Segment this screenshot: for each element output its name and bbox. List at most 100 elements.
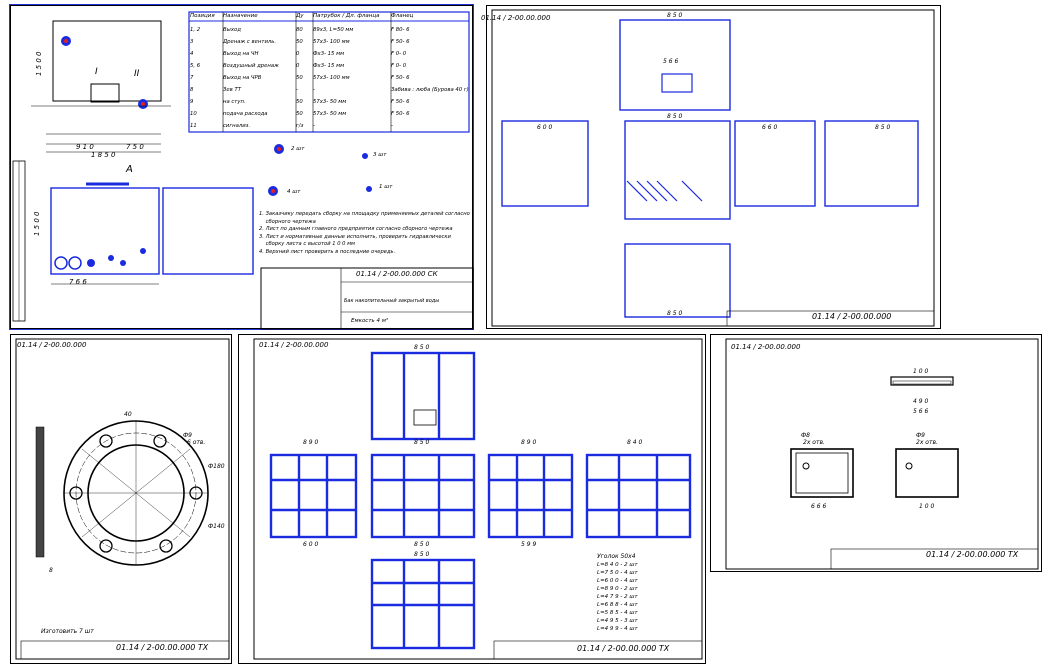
table-cell: 0 <box>296 51 300 57</box>
spec-line: L=5 8 5 - 4 шт <box>597 610 638 616</box>
sheet-stamp: 01.14 / 2-00.00.000 <box>259 341 329 349</box>
dim-label: 5 6 6 <box>663 58 679 65</box>
dim-label: 8 9 0 <box>521 439 537 446</box>
spec-line: L=6 8 8 - 4 шт <box>597 602 638 608</box>
title-code: 01.14 / 2-00.00.000 ТХ <box>116 643 209 652</box>
note-line: 4. Верхний лист проверить в последние оч… <box>259 248 396 255</box>
table-cell: - <box>391 123 393 129</box>
dim-label: 5 6 6 <box>913 408 929 415</box>
svg-text:7 6 6: 7 6 6 <box>69 278 87 286</box>
table-cell: сигнализ. <box>223 123 251 129</box>
table-cell: на ступ. <box>223 99 246 105</box>
table-cell: 50 <box>296 75 303 81</box>
title-code: 01.14 / 2-00.00.000 ТХ <box>577 644 670 653</box>
table-cell: F 0- 0 <box>391 63 407 69</box>
note-line: 3. Лист и нормативные данные исполнить, … <box>259 233 451 240</box>
panels-drawing <box>491 9 935 327</box>
table-cell: F 50- 6 <box>391 75 410 81</box>
dim-label: 8 5 0 <box>667 113 683 120</box>
table-cell: F 0- 0 <box>391 51 407 57</box>
spec-line: L=8 4 0 - 2 шт <box>597 562 638 568</box>
table-cell: F 50- 6 <box>391 99 410 105</box>
dim-label: Ф140 <box>208 523 225 530</box>
table-cell: 7 <box>190 75 194 81</box>
sheet-flange[interactable]: 01.14 / 2-00.00.000 40 Ф9 6 отв. Ф180 Ф1… <box>10 334 232 664</box>
dim-label: Ф9 <box>916 432 925 439</box>
dim-label: 8 9 0 <box>303 439 319 446</box>
table-cell: Фx3- 15 мм <box>313 63 345 69</box>
table-cell: 89x3, L=50 мм <box>313 27 354 33</box>
table-cell: 57x3- 100 мм <box>313 75 350 81</box>
flange-label: 3 шт <box>373 152 387 158</box>
spec-line: L=8 9 0 - 2 шт <box>597 586 638 592</box>
sheet-brackets[interactable]: 01.14 / 2-00.00.000 1 0 0 4 9 0 5 6 6 Ф8… <box>710 334 1042 572</box>
dim-top: 1 8 5 0 <box>91 151 116 159</box>
dim-label: 8 5 0 <box>414 541 430 548</box>
svg-text:1 5 0 0: 1 5 0 0 <box>35 51 43 76</box>
svg-text:1 5 0 0: 1 5 0 0 <box>33 211 41 236</box>
spec-line: L=4 9 9 - 4 шт <box>597 626 638 632</box>
sheet-assembly[interactable]: 1 8 5 0 9 1 0 7 5 0 1 5 0 0 I II A 7 6 6… <box>9 4 474 330</box>
spec-line: L=7 5 0 - 4 шт <box>597 570 638 576</box>
dim-label: 8 5 0 <box>414 439 430 446</box>
dim-label: 1 0 0 <box>913 368 929 375</box>
spec-title: Уголок 50х4 <box>597 553 636 560</box>
dim-label: 1 0 0 <box>919 503 935 510</box>
title-name: Бак накопительный закрытый воды <box>344 298 440 304</box>
table-cell: 8 <box>190 87 194 93</box>
table-cell: F 80- 6 <box>391 27 410 33</box>
sheet-frames[interactable]: 01.14 / 2-00.00.000 8 5 0 8 9 0 8 5 0 8 … <box>238 334 706 664</box>
dim-label: Ф180 <box>208 463 225 470</box>
table-cell: Забива : люба (Бурова 40 г) 5 <box>391 87 469 93</box>
dim-label: 6 отв. <box>187 439 206 446</box>
dim-label: 8 5 0 <box>667 310 683 317</box>
flange-note: Изготовить 7 шт <box>41 628 94 635</box>
flange-label: 1 шт <box>379 184 393 190</box>
table-cell: 57x3- 50 мм <box>313 99 347 105</box>
table-cell: Выход <box>223 27 241 33</box>
assembly-notes: 1. Заказчику передать сборку на площадку… <box>259 211 470 256</box>
table-cell: Выход на ЧРВ <box>223 75 262 81</box>
title-code: 01.14 / 2-00.00.000 СК <box>356 270 438 278</box>
table-cell: 10 <box>190 111 197 117</box>
svg-text:I: I <box>95 67 98 77</box>
table-cell: F 50- 6 <box>391 39 410 45</box>
dim-label: 6 6 0 <box>762 124 778 131</box>
table-cell: 5, 6 <box>190 63 201 69</box>
dim-label: 8 5 0 <box>414 344 430 351</box>
table-cell: 9 <box>190 99 194 105</box>
view-a-label: A <box>125 164 133 175</box>
assembly-drawing: 1 8 5 0 9 1 0 7 5 0 1 5 0 0 I II A 7 6 6… <box>12 11 474 330</box>
dim-label: 6 0 0 <box>303 541 319 548</box>
table-cell: 4 <box>190 51 194 57</box>
note-line: сборного чертежа <box>259 218 316 225</box>
title-code: 01.14 / 2-00.00.000 <box>812 312 892 321</box>
dim-label: 8 5 0 <box>414 551 430 558</box>
table-cell: 80 <box>296 27 303 33</box>
sheet-stamp: 01.14 / 2-00.00.000 <box>17 341 87 349</box>
dim-label: 8 4 0 <box>627 439 643 446</box>
dim-label: 4 9 0 <box>913 398 929 405</box>
svg-text:II: II <box>134 69 140 79</box>
note-line: 1. Заказчику передать сборку на площадку… <box>259 211 470 217</box>
table-cell: 1, 2 <box>190 27 201 33</box>
dim-label: Ф8 <box>801 432 810 439</box>
sheet-stamp: 01.14 / 2-00.00.000 <box>731 343 801 351</box>
table-cell: 57x3- 50 мм <box>313 111 347 117</box>
dim-label: 5 9 9 <box>521 541 537 548</box>
dim-label: 6 0 0 <box>537 124 553 131</box>
spec-line: L=4 7 9 - 2 шт <box>597 594 638 600</box>
dim-label: 8 5 0 <box>667 12 683 19</box>
table-cell: г/з <box>296 123 304 129</box>
table-cell: 0 <box>296 63 300 69</box>
note-line: 2. Лист по данным главного предприятия с… <box>259 226 453 232</box>
note-line: сборку листа с высотой 1 0 0 мм <box>259 241 355 247</box>
sheet-panels[interactable]: 01.14 / 2-00.00.000 8 5 0 5 6 6 6 0 0 8 … <box>481 5 941 329</box>
sheet-stamp: 01.14 / 2-00.00.000 <box>481 14 551 22</box>
table-cell: F 50- 6 <box>391 111 410 117</box>
